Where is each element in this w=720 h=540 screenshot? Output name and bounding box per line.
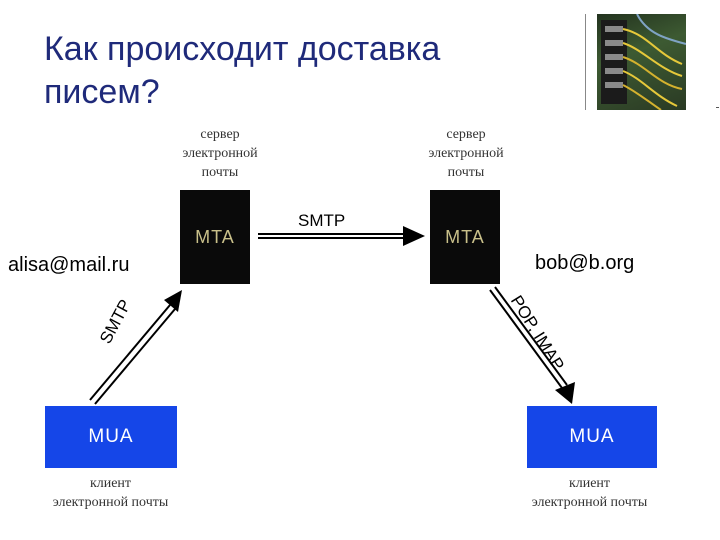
caption-line: клиент (89, 476, 132, 491)
pop-imap-arrowhead (555, 382, 575, 404)
left-mua-box: MUA (45, 406, 177, 468)
right-mta-label: MTA (445, 226, 485, 247)
right-client-caption: клиент электронной почты (497, 474, 682, 512)
right-mta-box: MTA (430, 190, 500, 284)
title-line-1: Как происходит доставка (44, 30, 441, 68)
divider-line (585, 14, 586, 110)
caption-line: электронной (428, 146, 504, 161)
caption-line: клиент (568, 476, 611, 491)
caption-line: сервер (446, 127, 486, 142)
slide-title: Как происходит доставка писем? (44, 28, 564, 114)
sender-address: alisa@mail.ru (8, 254, 130, 276)
left-mta-box: MTA (180, 190, 250, 284)
right-mua-label: MUA (569, 426, 615, 447)
smtp-client-arrow-shaft (94, 308, 176, 405)
caption-line: электронной почты (52, 495, 169, 510)
caption-line: электронной (182, 146, 258, 161)
pop-imap-arrow-shaft (494, 286, 568, 386)
left-client-caption: клиент электронной почты (18, 474, 203, 512)
recipient-address: bob@b.org (535, 252, 635, 274)
caption-line: почты (201, 165, 239, 180)
right-server-caption: сервер электронной почты (391, 125, 541, 182)
right-mua-box: MUA (527, 406, 657, 468)
corner-mark (716, 107, 719, 108)
pop-imap-arrow (489, 289, 563, 389)
caption-line: почты (447, 165, 485, 180)
left-mta-label: MTA (195, 226, 235, 247)
smtp-client-arrowhead (164, 290, 182, 312)
caption-line: сервер (200, 127, 240, 142)
smtp-server-arrowhead (403, 226, 425, 246)
network-cables-photo-icon (597, 14, 686, 110)
smtp-client-arrow (89, 304, 171, 401)
smtp-server-label: SMTP (298, 211, 346, 230)
left-server-caption: сервер электронной почты (145, 125, 295, 182)
caption-line: электронной почты (531, 495, 648, 510)
title-line-2: писем? (44, 73, 160, 111)
left-mua-label: MUA (88, 426, 134, 447)
